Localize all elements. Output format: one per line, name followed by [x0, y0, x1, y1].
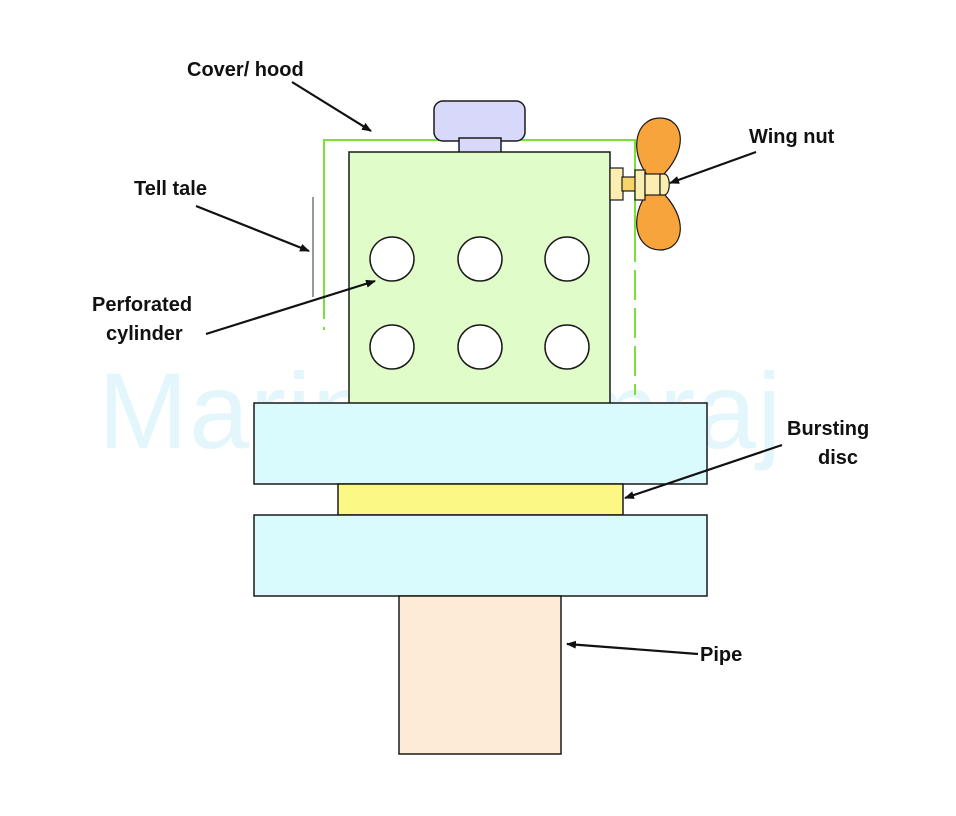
lower-flange: [253, 514, 708, 597]
cover-hood-arrow: [291, 81, 372, 132]
perforated-cylinder-label-line1: Perforated: [92, 294, 192, 316]
pipe: [398, 595, 562, 755]
perforation-hole: [369, 324, 415, 370]
perforated-cylinder-label-line2: cylinder: [106, 323, 183, 345]
bursting-disc-arrow: [624, 443, 783, 500]
perforation-hole: [544, 324, 590, 370]
wing-nut-arrow: [669, 150, 757, 185]
wing-nut-washer: [634, 169, 646, 201]
bolt-tip: [659, 173, 670, 196]
perforation-hole: [544, 236, 590, 282]
tell-tale-arrow: [195, 204, 310, 253]
wing-nut-upper-wing: [636, 117, 681, 179]
bolt-shank: [621, 176, 637, 192]
bursting-disc-label-line2: disc: [818, 447, 858, 469]
perforation-hole: [457, 236, 503, 282]
perforated-cylinder-arrow: [205, 279, 376, 336]
bursting-disc: [337, 483, 624, 516]
upper-flange: [253, 402, 708, 485]
perforation-hole: [369, 236, 415, 282]
wing-nut: [609, 117, 681, 251]
pipe-arrow: [566, 640, 699, 656]
perforation-hole: [457, 324, 503, 370]
wing-nut-label: Wing nut: [749, 126, 835, 148]
top-cap: [433, 100, 526, 142]
wing-nut-body: [644, 173, 661, 196]
cover-hood-label: Cover/ hood: [187, 59, 304, 81]
tell-tale-label: Tell tale: [134, 178, 207, 200]
bolt-head: [609, 167, 624, 201]
bursting-disc-label-line1: Bursting: [787, 418, 869, 440]
wing-nut-lower-wing: [636, 189, 681, 251]
perforation-holes: [369, 236, 590, 370]
pipe-label: Pipe: [700, 644, 742, 666]
